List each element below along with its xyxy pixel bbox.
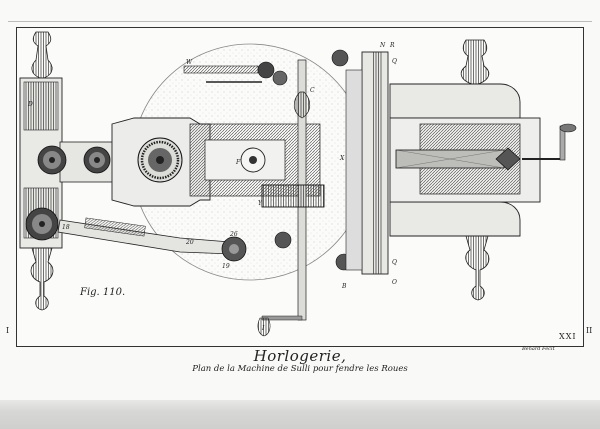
right-carriage: [345, 51, 577, 275]
gear-bottom-left: [25, 207, 59, 241]
label-x: X: [339, 155, 345, 162]
right-pillar-bottom: [465, 235, 490, 301]
label-d: D: [27, 101, 33, 108]
label-o: O: [392, 279, 397, 286]
gear-left-2: [83, 146, 111, 174]
label-n: N: [379, 42, 386, 49]
plate-title: Horlogerie,: [253, 347, 347, 365]
label-19: 19: [222, 263, 230, 270]
crown-wheel: [137, 137, 183, 183]
right-pillar-top: [460, 39, 490, 85]
plate-number: XXI: [559, 332, 577, 341]
label-f: F: [235, 159, 241, 166]
plate-subtitle: Plan de la Machine de Sulli pour fendre …: [192, 364, 408, 374]
label-b: B: [341, 283, 347, 290]
label-i: I: [261, 325, 265, 332]
label-w: W: [186, 59, 193, 66]
central-shaft: [240, 59, 325, 337]
rod-w: [183, 65, 262, 83]
label-y: Y: [258, 200, 263, 207]
scan-edge: [0, 400, 600, 429]
side-mark-right: II: [586, 326, 593, 335]
small-gear-top: [257, 61, 288, 86]
label-20: 20: [185, 239, 194, 246]
label-r: R: [389, 42, 395, 49]
label-q-bottom: Q: [392, 259, 397, 266]
plate-top-rule: [8, 21, 592, 22]
label-c: C: [310, 87, 315, 94]
gear-left-1: [37, 145, 67, 175]
diagonal-arm: [57, 217, 247, 262]
label-q-top: Q: [392, 58, 397, 65]
label-26: 26: [229, 231, 238, 238]
side-mark-left: I: [6, 326, 10, 335]
figure-label: Fig. 110.: [80, 287, 126, 298]
engraver-credit: Benard Fecit: [522, 346, 555, 352]
label-18: 18: [62, 224, 70, 231]
